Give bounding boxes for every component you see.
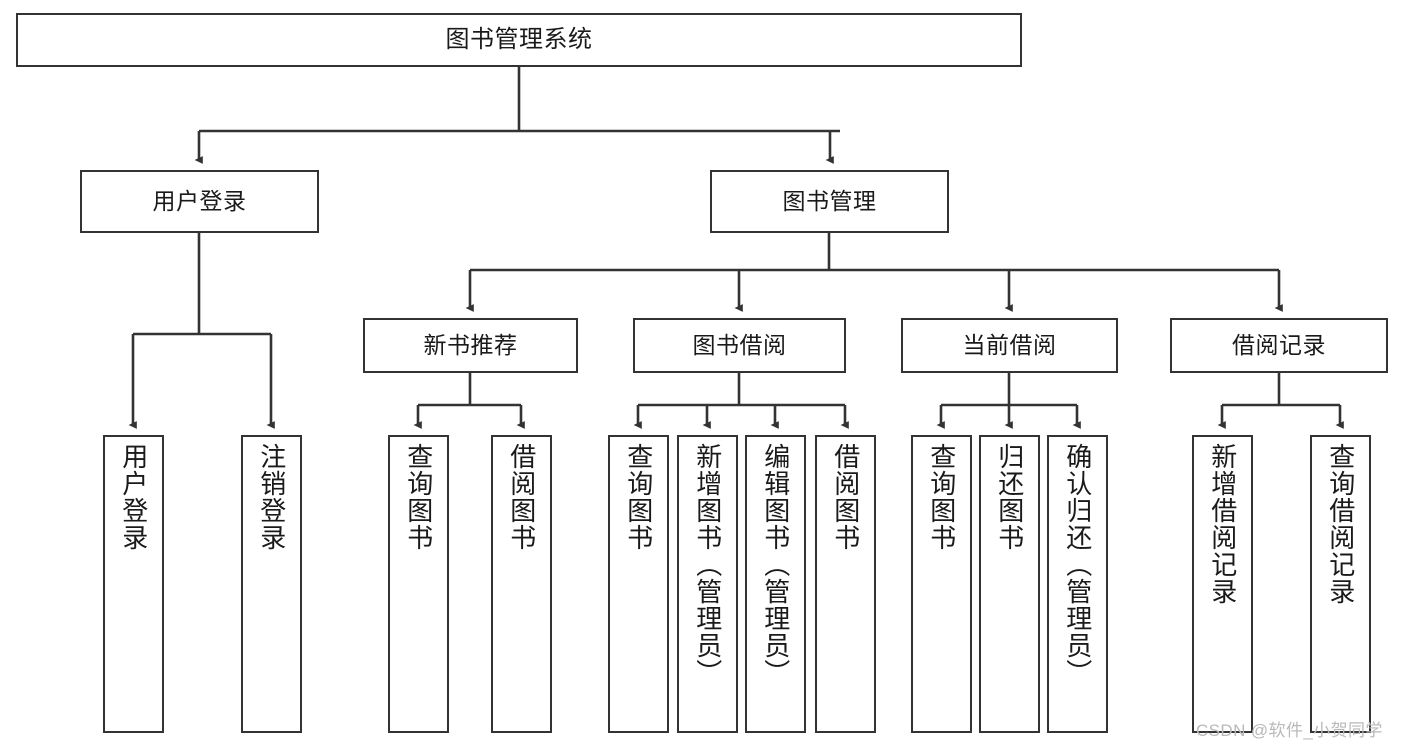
node-label: 确认归还（管理员）: [1062, 443, 1093, 686]
node-label: 用户登录: [152, 187, 247, 214]
leaf-edit-book-admin[interactable]: 编辑图书（管理员）: [745, 435, 806, 733]
leaf-add-book-admin[interactable]: 新增图书（管理员）: [677, 435, 738, 733]
node-label: 图书管理: [782, 187, 877, 214]
node-label: 当前借阅: [962, 331, 1057, 358]
leaf-query-book-current[interactable]: 查询图书: [911, 435, 972, 733]
node-label: 借阅图书: [506, 443, 537, 551]
node-user-login[interactable]: 用户登录: [80, 170, 319, 233]
leaf-logout[interactable]: 注销登录: [241, 435, 302, 733]
leaf-add-borrow-record[interactable]: 新增借阅记录: [1192, 435, 1253, 733]
node-root-book-management-system[interactable]: 图书管理系统: [16, 13, 1022, 67]
node-label: 图书借阅: [692, 331, 787, 358]
node-new-book-recommend[interactable]: 新书推荐: [363, 318, 578, 373]
node-label: 新增图书（管理员）: [692, 443, 723, 686]
watermark: CSDN @软件_小贺同学: [1196, 721, 1383, 740]
node-label: 借阅图书: [830, 443, 861, 551]
node-borrow-record[interactable]: 借阅记录: [1170, 318, 1388, 373]
node-current-borrow[interactable]: 当前借阅: [901, 318, 1118, 373]
node-label: 查询图书: [403, 443, 434, 551]
leaf-return-book[interactable]: 归还图书: [979, 435, 1040, 733]
node-label: 查询借阅记录: [1325, 443, 1356, 605]
node-book-management[interactable]: 图书管理: [710, 170, 949, 233]
node-label: 编辑图书（管理员）: [760, 443, 791, 686]
leaf-confirm-return-admin[interactable]: 确认归还（管理员）: [1047, 435, 1108, 733]
leaf-query-book-borrow[interactable]: 查询图书: [608, 435, 669, 733]
leaf-borrow-book[interactable]: 借阅图书: [815, 435, 876, 733]
node-label: 借阅记录: [1232, 331, 1326, 358]
node-label: 查询图书: [926, 443, 957, 551]
leaf-borrow-book-recommend[interactable]: 借阅图书: [491, 435, 552, 733]
leaf-query-book-recommend[interactable]: 查询图书: [388, 435, 449, 733]
node-label: 新增借阅记录: [1207, 443, 1238, 605]
node-label: 注销登录: [256, 443, 287, 551]
node-book-borrow[interactable]: 图书借阅: [633, 318, 846, 373]
leaf-user-login[interactable]: 用户登录: [103, 435, 164, 733]
node-label: 图书管理系统: [445, 25, 593, 53]
node-label: 用户登录: [118, 443, 149, 551]
node-label: 查询图书: [623, 443, 654, 551]
node-label: 新书推荐: [423, 331, 518, 358]
node-label: 归还图书: [994, 443, 1025, 551]
leaf-query-borrow-record[interactable]: 查询借阅记录: [1310, 435, 1371, 733]
